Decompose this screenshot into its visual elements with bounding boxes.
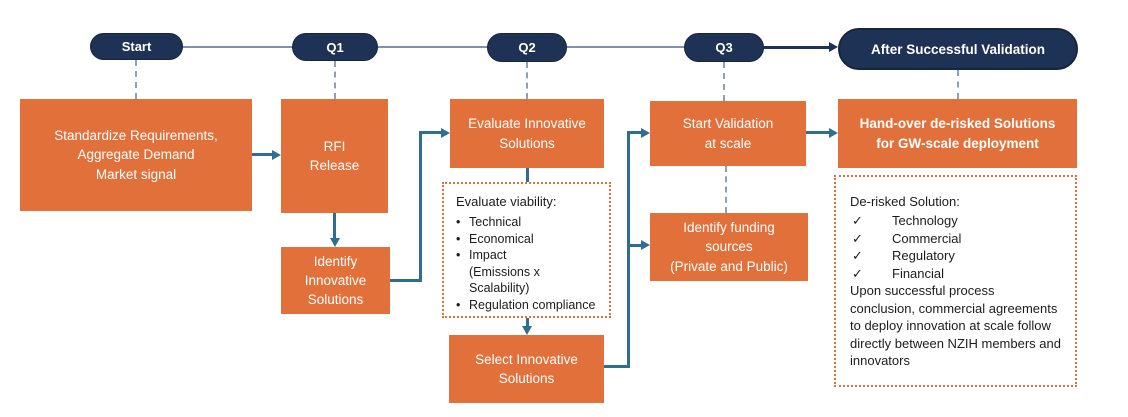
dropline-validation-to-funding [725,166,727,213]
derisked-item: ✓ Regulatory [850,247,1063,265]
timeline-node-after-validation-label: After Successful Validation [870,41,1046,57]
box-identify-innovative-solutions: Identify Innovative Solutions [281,247,390,314]
connector-segment [252,153,273,156]
viability-item: • Impact [456,247,599,264]
derisked-title: De-risked Solution: [850,194,960,209]
arrowhead-icon [330,238,340,247]
viability-item: • Technical [456,214,599,231]
derisked-note: Upon successful process conclusion, comm… [850,283,1061,368]
connector-segment [419,131,442,134]
dropline-after [957,70,959,99]
bullet-icon: • [456,297,461,312]
timeline-line [136,46,764,48]
viability-item-subline: Scalability) [469,281,530,295]
connector-segment [627,244,642,247]
viability-item: • Economical [456,231,599,248]
timeline-node-start: Start [90,33,183,60]
derisked-item-label: Technology [892,213,958,228]
box-select-innovative-solutions: Select Innovative Solutions [449,335,604,403]
dropline-q1 [334,61,336,99]
arrowhead-icon [641,240,650,250]
derisked-item-label: Financial [892,265,945,281]
connector-segment [604,365,630,368]
arrowhead-icon [272,150,281,160]
timeline-node-after-validation: After Successful Validation [838,28,1078,70]
arrowhead-icon [441,128,450,138]
note-evaluate-viability: Evaluate viability: • Technical • Econom… [442,182,611,318]
viability-item-subline: (Emissions x [469,264,540,279]
arrowhead-icon [522,326,532,335]
connector-segment [333,213,336,239]
box-standardize-requirements: Standardize Requirements, Aggregate Dema… [20,99,252,211]
check-icon: ✓ [852,248,863,263]
dropline-q2 [526,62,528,99]
connector-segment [419,131,422,282]
timeline-arrowhead-icon [829,42,838,52]
box-handover-derisked-solutions: Hand-over de-risked Solutions for GW-sca… [838,99,1077,168]
check-icon: ✓ [852,265,863,281]
box-start-validation-at-scale: Start Validation at scale [650,101,806,166]
connector-segment [526,318,529,327]
dropline-start [135,60,137,99]
timeline-arrow-line-q3-to-after [764,46,830,49]
viability-item-label: Technical [469,215,522,229]
arrowhead-icon [641,128,650,138]
viability-title: Evaluate viability: [456,194,557,209]
bullet-icon: • [456,215,461,229]
connector-segment [806,131,829,134]
timeline-node-q2: Q2 [487,33,567,62]
timeline-node-q1-label: Q1 [326,39,344,55]
derisked-item-label: Commercial [892,230,962,246]
box-identify-funding-sources: Identify funding sources (Private and Pu… [650,213,808,281]
check-icon: ✓ [852,213,863,228]
viability-item-label: Economical [469,231,534,246]
dropline-q3 [723,62,725,101]
box-rfi-release: RFI Release [281,99,388,213]
check-icon: ✓ [852,230,863,246]
timeline-node-q3-label: Q3 [715,40,733,55]
box-evaluate-innovative-solutions: Evaluate Innovative Solutions [450,99,604,168]
connector-evaluate-to-viability [526,168,529,183]
timeline-node-q1: Q1 [292,33,378,61]
bullet-icon: • [456,231,461,246]
derisked-item-label: Regulatory [892,248,955,263]
arrowhead-icon [829,128,838,138]
connector-segment [627,131,630,368]
derisked-item: ✓ Commercial [850,230,1063,248]
viability-item-label: Impact [469,248,507,262]
viability-item: • Regulation compliance [456,297,599,314]
bullet-icon: • [456,248,461,262]
timeline-node-q2-label: Q2 [518,40,536,55]
timeline-node-q3: Q3 [684,33,764,62]
note-derisked-solution: De-risked Solution: ✓ Technology ✓ Comme… [834,175,1077,387]
viability-item-label: Regulation compliance [469,297,596,312]
timeline-node-start-label: Start [121,39,152,54]
derisked-item: ✓ Technology [850,212,1063,230]
connector-segment [627,131,642,134]
connector-segment [390,279,422,282]
derisked-item: ✓ Financial [850,265,1063,283]
